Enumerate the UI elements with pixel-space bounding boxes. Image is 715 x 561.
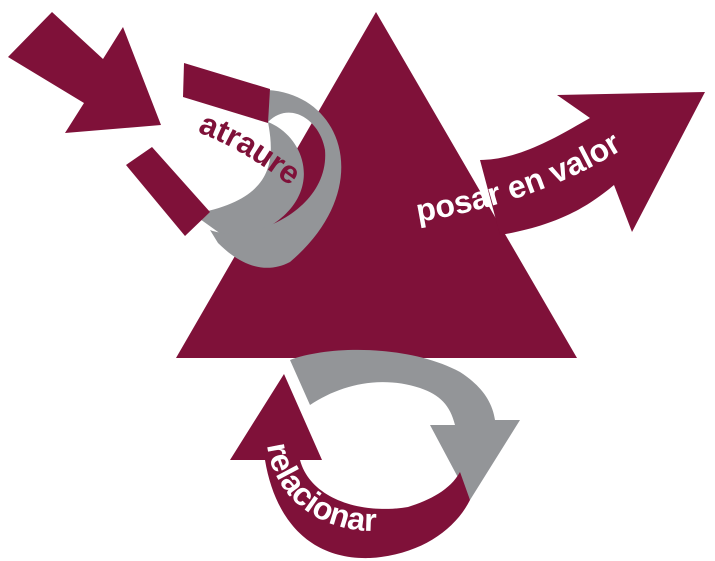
arrow-in-icon <box>8 12 161 133</box>
cycle-arrows-icon <box>230 349 520 559</box>
arrow-out-icon <box>480 92 705 235</box>
magnet-icon <box>126 63 342 268</box>
triangle-shape <box>176 12 577 358</box>
